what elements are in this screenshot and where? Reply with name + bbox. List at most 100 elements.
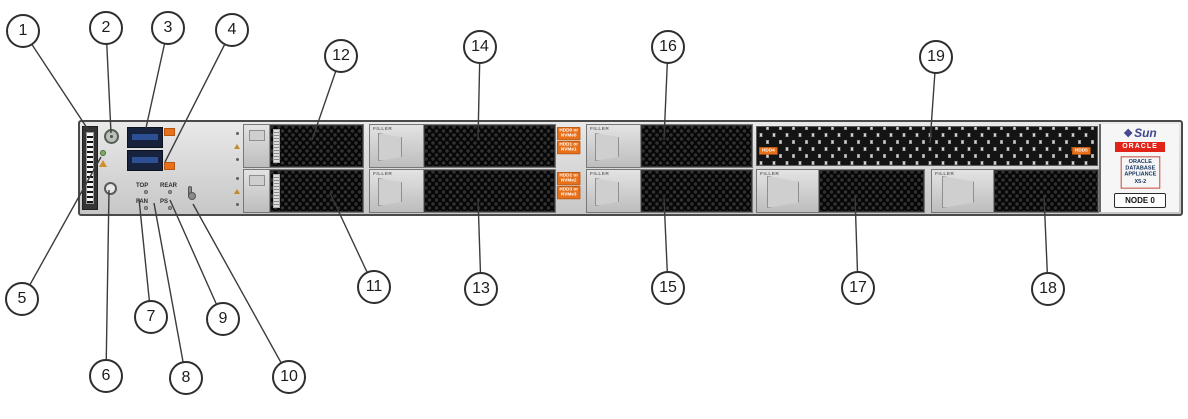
drive-grille bbox=[641, 170, 752, 212]
drive-latch[interactable] bbox=[244, 170, 270, 212]
callout-17: 17 bbox=[841, 271, 875, 305]
indicator-grid: TOP REAR FAN PS bbox=[136, 182, 206, 214]
bay-16: FILLER bbox=[586, 124, 753, 168]
callout-3: 3 bbox=[151, 11, 185, 45]
barcode-sticker bbox=[86, 132, 94, 204]
filler-label: FILLER bbox=[373, 127, 393, 132]
drive-led-icons bbox=[233, 127, 241, 165]
callout-line-1 bbox=[22, 30, 90, 132]
overtemp-icon bbox=[188, 186, 196, 200]
usb-block bbox=[127, 127, 163, 171]
callout-line-7 bbox=[138, 198, 152, 318]
chassis: TOP REAR FAN PS ❖Sun ORACLE bbox=[78, 120, 1183, 216]
locate-button[interactable] bbox=[104, 182, 117, 195]
callout-line-6 bbox=[105, 189, 110, 377]
callout-10: 10 bbox=[272, 360, 306, 394]
filler-label: FILLER bbox=[935, 172, 955, 177]
slot-tag: HDD3 or NVMe3 bbox=[557, 186, 581, 199]
callout-15: 15 bbox=[651, 271, 685, 305]
product-line: ORACLE bbox=[1128, 159, 1152, 165]
callout-2: 2 bbox=[89, 11, 123, 45]
drive-latch[interactable]: FILLER bbox=[587, 125, 641, 167]
rear-fault-led bbox=[168, 190, 172, 194]
orange-sticker-bottom bbox=[164, 162, 175, 170]
sun-logo: ❖Sun bbox=[1123, 126, 1157, 140]
callout-line-8 bbox=[153, 202, 187, 379]
callout-4: 4 bbox=[215, 13, 249, 47]
callout-9: 9 bbox=[206, 302, 240, 336]
bay-11 bbox=[243, 169, 364, 213]
top-label: TOP bbox=[136, 183, 149, 189]
callout-line-2 bbox=[105, 27, 112, 134]
callout-12: 12 bbox=[324, 39, 358, 73]
drive-grille bbox=[424, 170, 555, 212]
oracle-logo-bar: ORACLE bbox=[1115, 142, 1165, 152]
filler-label: FILLER bbox=[760, 172, 780, 177]
filler-label: FILLER bbox=[373, 172, 393, 177]
callout-6: 6 bbox=[89, 359, 123, 393]
bay-13: FILLER bbox=[369, 169, 556, 213]
rear-label: REAR bbox=[160, 183, 178, 189]
callout-1: 1 bbox=[6, 14, 40, 48]
drive-latch[interactable]: FILLER bbox=[757, 170, 819, 212]
fan-fault-led bbox=[144, 206, 148, 210]
ok-led bbox=[100, 150, 106, 156]
sun-diamond-icon: ❖ bbox=[1123, 128, 1134, 140]
callout-14: 14 bbox=[463, 30, 497, 64]
callout-5: 5 bbox=[5, 282, 39, 316]
drive-latch[interactable]: FILLER bbox=[370, 125, 424, 167]
honeycomb-vent bbox=[756, 126, 1098, 166]
ps-fault-led bbox=[168, 206, 172, 210]
slot-tag: HDD4 bbox=[759, 147, 778, 156]
product-name-box: ORACLE DATABASE APPLIANCE X5-2 bbox=[1120, 156, 1160, 189]
drive-grille bbox=[994, 170, 1098, 212]
callout-line-9 bbox=[169, 199, 224, 320]
slot-tag: HDD1 or NVMe1 bbox=[557, 141, 581, 154]
top-fault-led bbox=[144, 190, 148, 194]
callout-line-5 bbox=[21, 156, 102, 300]
slot-tag: HDD0 or NVMe0 bbox=[557, 127, 581, 140]
callout-8: 8 bbox=[169, 361, 203, 395]
filler-label: FILLER bbox=[590, 172, 610, 177]
drive-latch[interactable] bbox=[244, 125, 270, 167]
serial-label-slot bbox=[82, 126, 98, 210]
callout-line-4 bbox=[164, 29, 233, 163]
product-line: X5-2 bbox=[1134, 178, 1146, 185]
drive-latch[interactable]: FILLER bbox=[932, 170, 994, 212]
front-indicator-cluster: TOP REAR FAN PS bbox=[136, 182, 206, 212]
bay-15: FILLER bbox=[586, 169, 753, 213]
drive-label-sticker bbox=[273, 174, 280, 208]
drive-grille bbox=[424, 125, 555, 167]
slot-tag: HDD2 or NVMe2 bbox=[557, 172, 581, 185]
drive-latch[interactable]: FILLER bbox=[370, 170, 424, 212]
callout-19: 19 bbox=[919, 40, 953, 74]
fan-label: FAN bbox=[136, 199, 148, 205]
callout-18: 18 bbox=[1031, 272, 1065, 306]
node-label: NODE 0 bbox=[1114, 193, 1166, 208]
product-line: DATABASE bbox=[1125, 165, 1155, 172]
product-badge: ❖Sun ORACLE ORACLE DATABASE APPLIANCE X5… bbox=[1099, 124, 1179, 212]
drive-grille bbox=[270, 170, 363, 212]
bay-17: FILLER bbox=[756, 169, 925, 213]
drive-grille bbox=[641, 125, 752, 167]
callout-line-10 bbox=[192, 203, 290, 378]
filler-label: FILLER bbox=[590, 127, 610, 132]
drive-grille bbox=[819, 170, 924, 212]
usb-port-bottom[interactable] bbox=[127, 150, 163, 171]
fault-led bbox=[99, 160, 107, 167]
callout-7: 7 bbox=[134, 300, 168, 334]
bay-14: FILLER bbox=[369, 124, 556, 168]
callout-13: 13 bbox=[464, 272, 498, 306]
product-line: APPLIANCE bbox=[1124, 172, 1156, 178]
drive-led-icons bbox=[233, 172, 241, 210]
callout-11: 11 bbox=[357, 270, 391, 304]
drive-latch[interactable]: FILLER bbox=[587, 170, 641, 212]
slot-tag: HDD5 bbox=[1072, 147, 1091, 156]
callout-16: 16 bbox=[651, 30, 685, 64]
bay-18: FILLER bbox=[931, 169, 1099, 213]
ps-label: PS bbox=[160, 199, 169, 205]
drive-label-sticker bbox=[273, 129, 280, 163]
usb-port-top[interactable] bbox=[127, 127, 163, 148]
